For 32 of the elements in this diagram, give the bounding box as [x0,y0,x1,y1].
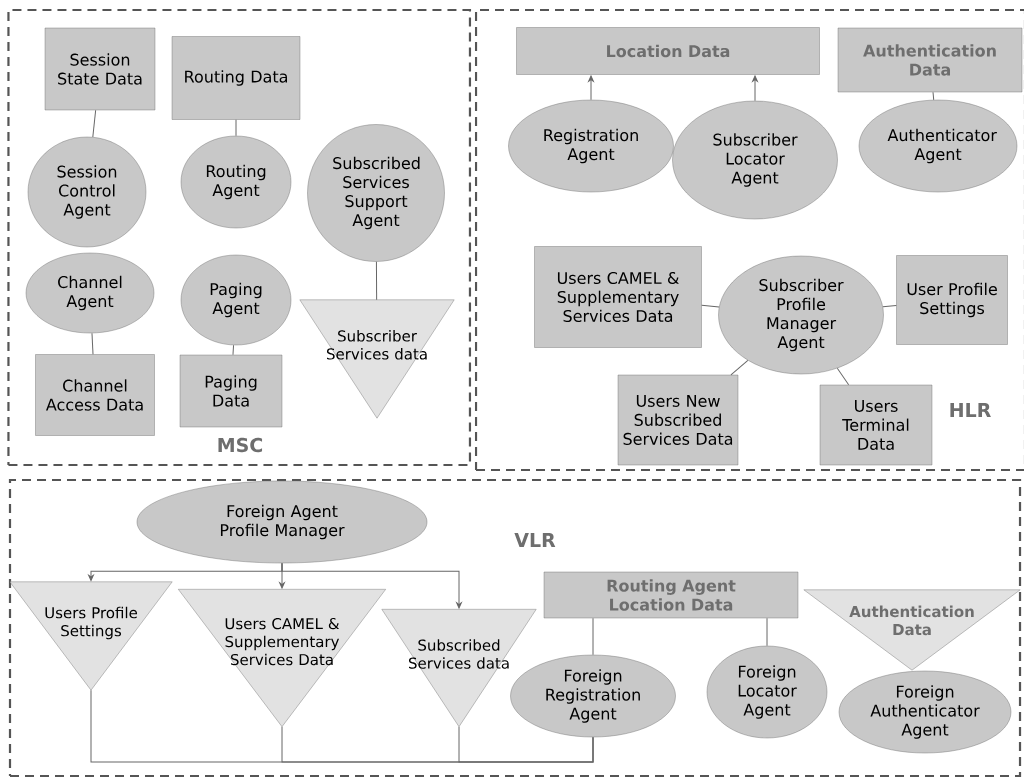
data-box: User Profile Settings [896,255,1008,345]
data-triangle: Subscribed Services data [381,609,537,727]
data-box: Authentication Data [837,27,1023,93]
data-box: Users Terminal Data [819,384,933,466]
connector-line [458,726,594,763]
data-box: Routing Data [171,36,301,120]
connector-line [932,91,935,101]
connector-line [232,344,234,356]
data-triangle: Users Profile Settings [9,581,173,691]
arrow [588,75,594,101]
data-box: Location Data [516,27,820,75]
connector-line [730,359,749,376]
connector-line [375,261,378,301]
connector-line [91,332,94,355]
data-triangle: Authentication Data [803,589,1021,671]
data-triangle: Users CAMEL & Supplementary Services Data [178,589,386,727]
connector-line [882,305,897,308]
arrow [752,75,758,102]
connector-line [92,109,97,138]
data-triangle: Subscriber Services data [299,299,455,419]
data-box: Paging Data [179,354,283,428]
data-box: Channel Access Data [35,354,155,436]
data-box: Routing Agent Location Data [543,571,799,619]
data-box: Users CAMEL & Supplementary Services Data [534,246,702,348]
data-box: Users New Subscribed Services Data [617,374,739,466]
connector-line [766,617,768,647]
arrow [281,562,462,609]
connector-line [701,304,720,308]
data-box: Session State Data [44,27,156,111]
connector-line [836,367,850,386]
connector-line [235,119,237,137]
connector-line [592,617,594,656]
